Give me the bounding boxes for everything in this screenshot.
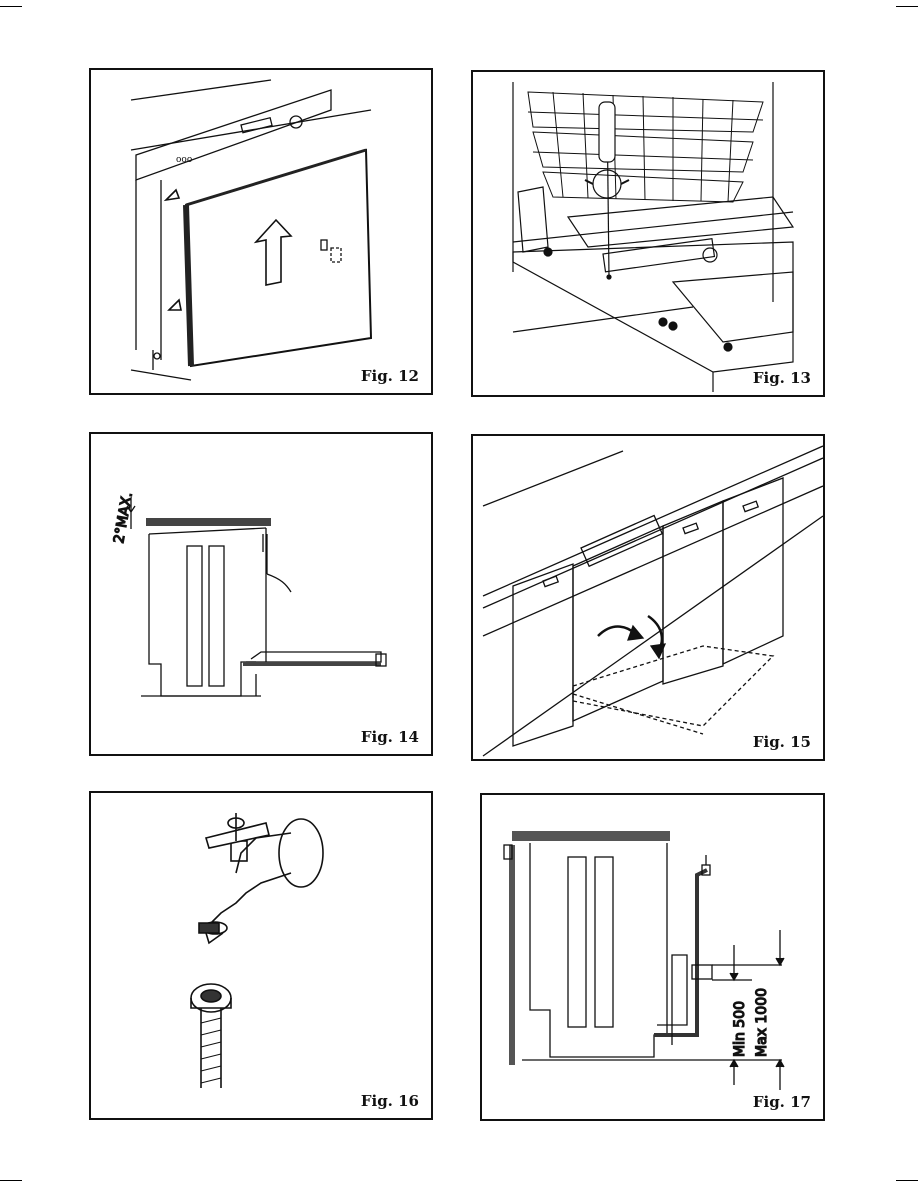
figure-12-caption: Fig. 12 <box>358 367 421 385</box>
crop-mark <box>896 6 918 7</box>
figure-14-panel: 2°MAX. Fig. 14 <box>89 432 433 756</box>
figure-17-caption: Fig. 17 <box>750 1093 813 1111</box>
figure-13-drawing <box>512 82 795 392</box>
figure-14-drawing: 2°MAX. <box>111 490 387 697</box>
figure-16-drawing <box>190 813 324 1088</box>
crop-mark <box>896 1180 918 1181</box>
figure-17-drawing: Min 500 Max 1000 <box>503 831 785 1090</box>
max-height-label: Max 1000 <box>754 988 770 1057</box>
figure-16-caption: Fig. 16 <box>358 1092 421 1110</box>
figure-15-panel: Fig. 15 <box>471 434 825 761</box>
figure-16-panel: Fig. 16 <box>89 791 433 1120</box>
crop-mark <box>0 6 22 7</box>
figure-14-caption: Fig. 14 <box>358 728 421 746</box>
figure-17-panel: Min 500 Max 1000 Fig. 17 <box>480 793 825 1121</box>
figure-13-caption: Fig. 13 <box>750 369 813 387</box>
svg-text:ooo: ooo <box>176 155 192 165</box>
min-height-label: Min 500 <box>732 1001 748 1057</box>
figure-13-panel: Fig. 13 <box>471 70 825 397</box>
figure-12-drawing: ooo <box>130 79 373 381</box>
crop-mark <box>0 1180 22 1181</box>
figure-12-panel: ooo Fig. 12 <box>89 68 433 395</box>
figure-15-drawing <box>482 445 823 757</box>
figure-15-caption: Fig. 15 <box>750 733 813 751</box>
tilt-label: 2°MAX. <box>111 491 136 545</box>
